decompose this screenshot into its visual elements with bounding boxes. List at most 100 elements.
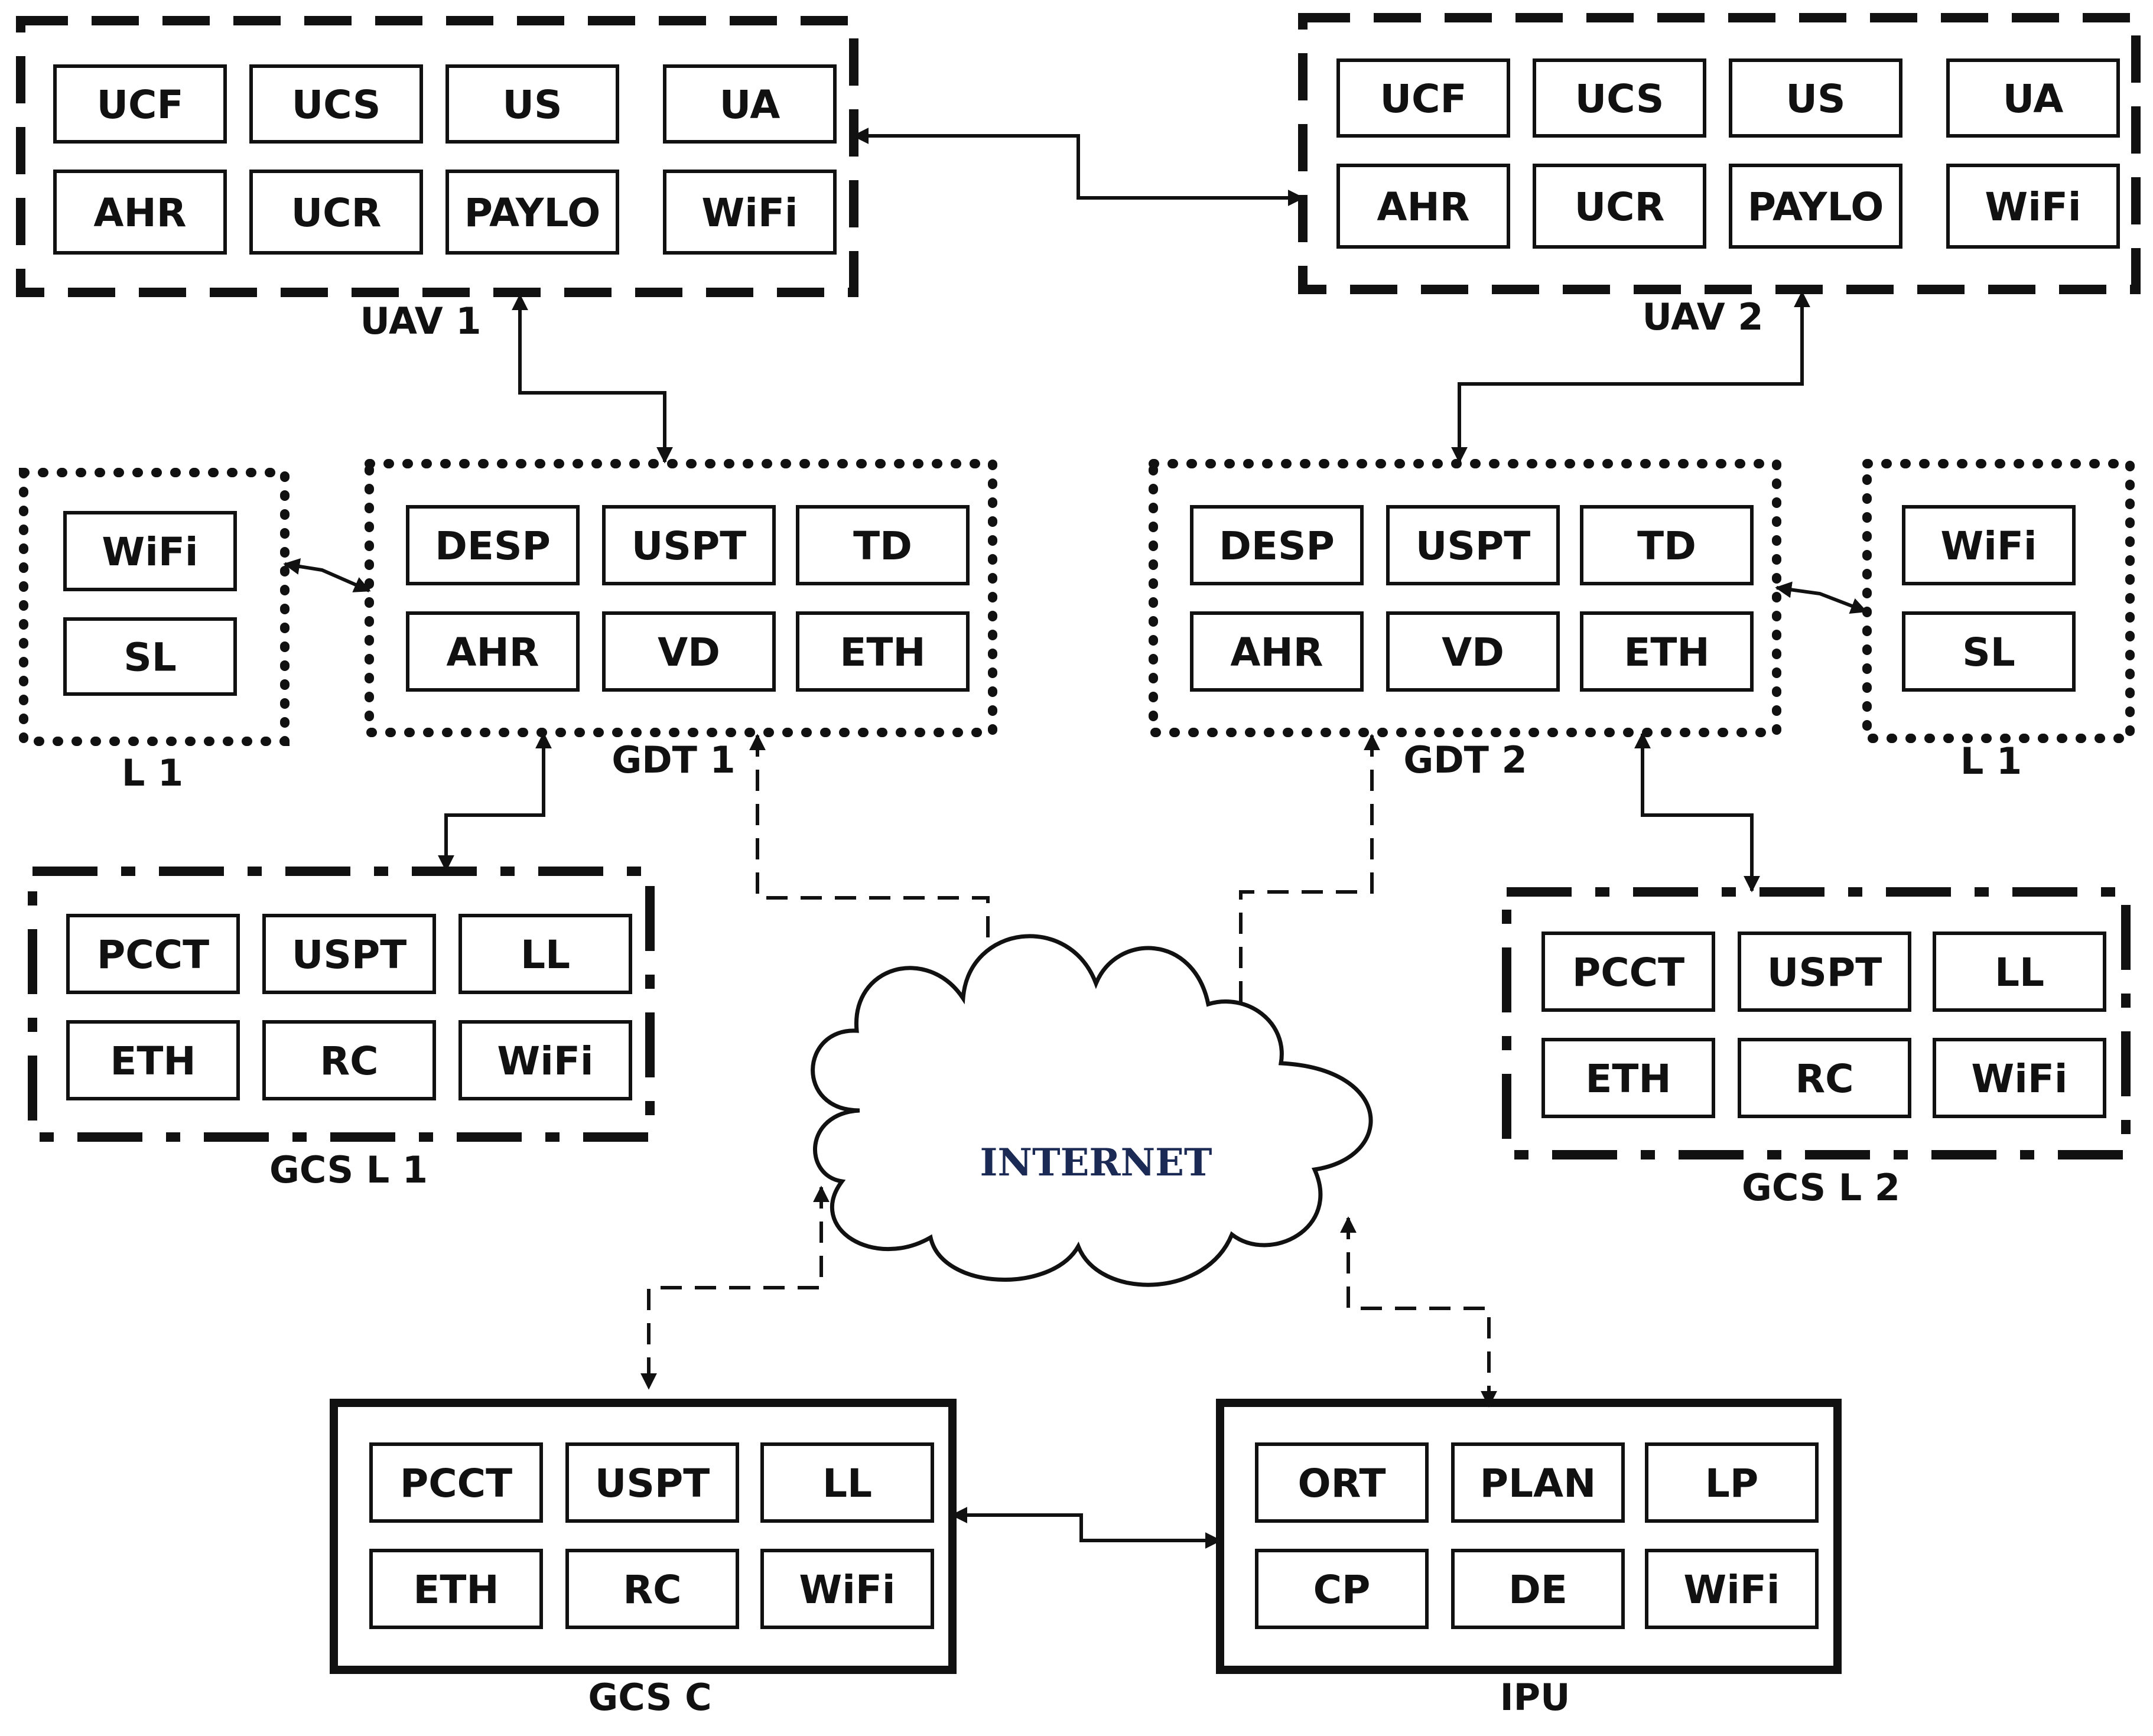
group-label-l1-right: L 1: [1960, 740, 2022, 783]
connector-gcs-c-ipu: [951, 1507, 1222, 1549]
module-box-ucf: [1336, 58, 1510, 138]
module-box-pcct: [369, 1442, 543, 1523]
module-label-td: TD: [1637, 523, 1696, 569]
module-label-cp: CP: [1313, 1567, 1371, 1613]
module-label-uspt: USPT: [1767, 950, 1882, 995]
connector-gdt2-gcs-l2: [1634, 732, 1760, 893]
module-label-ll: LL: [521, 932, 570, 978]
module-box-ort: [1255, 1442, 1429, 1523]
module-label-us: US: [1786, 76, 1845, 122]
module-label-wifi: WiFi: [1971, 1056, 2067, 1102]
group-label-uav1: UAV 1: [360, 299, 482, 343]
module-label-paylo: PAYLO: [464, 190, 601, 236]
group-border-l1-right: [1862, 459, 2135, 743]
module-label-uspt: USPT: [292, 932, 407, 978]
module-box-paylo: [1729, 164, 1902, 249]
module-label-eth: ETH: [1624, 630, 1709, 675]
group-label-gcs-l1: GCS L 1: [269, 1148, 428, 1191]
connector-gdt1-gcs-l1: [438, 732, 552, 872]
module-box-eth: [66, 1020, 240, 1100]
module-box-us: [1729, 58, 1902, 138]
module-box-rc: [565, 1549, 739, 1629]
module-label-rc: RC: [623, 1567, 681, 1613]
module-label-desp: DESP: [435, 523, 551, 569]
module-box-wifi: [760, 1549, 934, 1629]
module-label-pcct: PCCT: [97, 932, 209, 978]
module-label-sl: SL: [123, 635, 177, 680]
internet-label: INTERNET: [980, 1141, 1212, 1185]
module-label-uspt: USPT: [1416, 523, 1531, 569]
group-label-uav2: UAV 2: [1643, 295, 1764, 338]
connector-l1-left-gdt1: [283, 558, 371, 592]
group-label-gdt1: GDT 1: [612, 738, 735, 781]
group-border-gcs-l1: [28, 867, 655, 1142]
module-label-ua: UA: [720, 82, 780, 128]
module-label-sl: SL: [1962, 630, 2015, 675]
module-label-ucr: UCR: [1575, 184, 1665, 230]
module-label-uspt: USPT: [632, 523, 747, 569]
module-label-eth: ETH: [1585, 1056, 1671, 1102]
connector-gdt2-internet: [1232, 734, 1380, 1035]
module-label-de: DE: [1508, 1567, 1567, 1613]
group-border-gdt1: [365, 459, 997, 737]
module-label-vd: VD: [1442, 630, 1504, 675]
module-box-desp: [406, 505, 580, 585]
module-box-wifi: [1902, 505, 2076, 585]
module-box-plan: [1451, 1442, 1625, 1523]
module-box-us: [445, 64, 619, 144]
module-label-ua: UA: [2003, 76, 2064, 122]
module-label-pcct: PCCT: [400, 1461, 512, 1506]
module-box-uspt: [1738, 931, 1911, 1012]
module-box-wifi: [458, 1020, 632, 1100]
group-label-gcs-c: GCS C: [588, 1676, 711, 1719]
module-box-ua: [663, 64, 837, 144]
group-border-gcs-c: [330, 1399, 957, 1674]
module-box-sl: [63, 617, 237, 696]
module-box-uspt: [1386, 505, 1560, 585]
connector-internet-ipu: [1340, 1216, 1497, 1408]
module-box-ucr: [1533, 164, 1706, 249]
module-box-wifi: [63, 511, 237, 591]
module-box-ll: [760, 1442, 934, 1523]
module-box-eth: [796, 611, 970, 692]
module-box-ucs: [1533, 58, 1706, 138]
module-box-lp: [1645, 1442, 1819, 1523]
cloud-layer: INTERNET: [811, 934, 1373, 1287]
module-box-pcct: [66, 914, 240, 994]
module-label-wifi: WiFi: [1683, 1567, 1780, 1613]
module-box-cp: [1255, 1549, 1429, 1629]
group-border-uav2: [1298, 13, 2141, 294]
module-box-uspt: [602, 505, 776, 585]
module-label-eth: ETH: [110, 1038, 196, 1084]
connector-gdt2-l1-right: [1775, 581, 1868, 614]
module-label-wifi: WiFi: [701, 190, 798, 236]
group-border-gdt2: [1149, 459, 1781, 737]
module-box-ahr: [53, 170, 227, 255]
module-label-vd: VD: [658, 630, 720, 675]
group-border-ipu: [1216, 1399, 1842, 1674]
module-label-rc: RC: [1795, 1056, 1853, 1102]
module-box-sl: [1902, 611, 2076, 692]
connector-gdt1-internet: [749, 734, 996, 1053]
connector-uav1-uav2: [852, 128, 1305, 206]
group-label-ipu: IPU: [1500, 1676, 1570, 1719]
module-label-ll: LL: [1995, 950, 2044, 995]
module-box-eth: [1580, 611, 1754, 692]
module-box-ucs: [249, 64, 423, 144]
group-border-l1-left: [19, 468, 290, 746]
module-box-rc: [1738, 1038, 1911, 1118]
module-label-wifi: WiFi: [497, 1038, 593, 1084]
module-label-ll: LL: [822, 1461, 872, 1506]
module-label-desp: DESP: [1219, 523, 1335, 569]
module-box-wifi: [1645, 1549, 1819, 1629]
module-label-ahr: AHR: [1230, 630, 1323, 675]
module-label-rc: RC: [320, 1038, 378, 1084]
module-label-ort: ORT: [1298, 1461, 1386, 1506]
